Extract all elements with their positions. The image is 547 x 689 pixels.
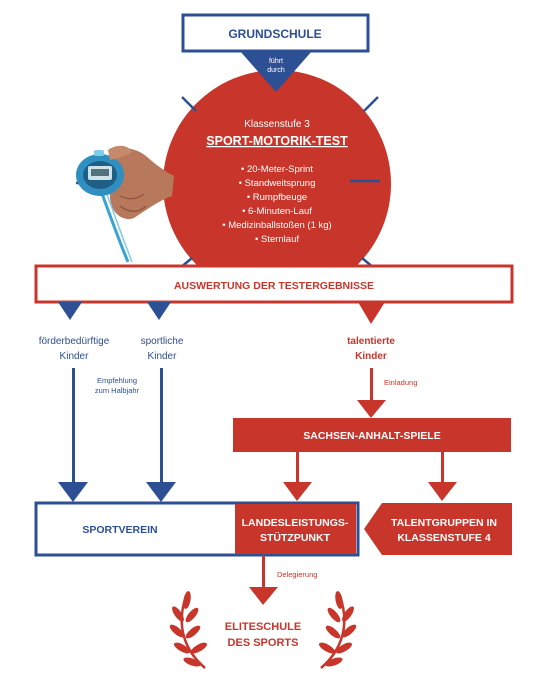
fuehrt-durch-arrow: führt durch bbox=[240, 51, 312, 92]
test-item: • Standweitsprung bbox=[239, 178, 316, 189]
arrow-sport bbox=[147, 302, 171, 320]
eliteschule-line2: DES SPORTS bbox=[228, 637, 299, 649]
test-item: • Medizinballstoßen (1 kg) bbox=[222, 220, 331, 231]
arrow-talent bbox=[358, 302, 385, 324]
circle-title: SPORT-MOTORIK-TEST bbox=[206, 134, 348, 148]
arrowhead-foerder bbox=[58, 482, 88, 502]
group-talent-line2: Kinder bbox=[355, 351, 387, 362]
delegierung-label: Delegierung bbox=[277, 570, 317, 579]
einladung-label: Einladung bbox=[384, 378, 417, 387]
durch-label: durch bbox=[267, 67, 285, 74]
arrowhead-talent bbox=[357, 400, 386, 418]
arrowhead-sport bbox=[146, 482, 176, 502]
group-talent-line1: talentierte bbox=[347, 336, 395, 347]
line-sport bbox=[160, 368, 163, 484]
sport-motorik-test-circle: Klassenstufe 3 SPORT-MOTORIK-TEST • 20-M… bbox=[76, 70, 391, 298]
grundschule-box: GRUNDSCHULE bbox=[181, 13, 370, 53]
auswertung-label: AUSWERTUNG DER TESTERGEBNISSE bbox=[174, 280, 374, 292]
test-item: • Sternlauf bbox=[255, 234, 299, 245]
fuehrt-label: führt bbox=[269, 58, 283, 65]
talentgruppen-line1: TALENTGRUPPEN IN bbox=[391, 517, 497, 529]
line-delegierung bbox=[262, 555, 265, 589]
arrowhead-stuetzpunkt bbox=[283, 482, 312, 501]
grundschule-label: GRUNDSCHULE bbox=[228, 27, 321, 41]
auswertung-bar: AUSWERTUNG DER TESTERGEBNISSE bbox=[34, 264, 514, 304]
landesleistung-line2: STÜTZPUNKT bbox=[260, 531, 331, 544]
test-item: • Rumpfbeuge bbox=[247, 192, 307, 203]
talentgruppen-box: TALENTGRUPPEN IN KLASSENSTUFE 4 bbox=[364, 503, 512, 555]
line-to-stuetzpunkt bbox=[296, 452, 299, 484]
group-foerder-line2: Kinder bbox=[60, 351, 90, 362]
test-item: • 20-Meter-Sprint bbox=[241, 164, 313, 175]
empfehlung-line1: Empfehlung bbox=[97, 376, 137, 385]
line-to-talentgruppen bbox=[441, 452, 444, 484]
circle-subtitle: Klassenstufe 3 bbox=[244, 119, 310, 130]
group-foerder-line1: förderbedürftige bbox=[39, 336, 110, 347]
arrowhead-delegierung bbox=[249, 587, 278, 605]
sachsen-anhalt-spiele-bar: SACHSEN-ANHALT-SPIELE bbox=[233, 418, 511, 452]
sportverein-label: SPORTVEREIN bbox=[82, 524, 157, 536]
line-talent bbox=[370, 368, 373, 402]
eliteschule-line1: ELITESCHULE bbox=[225, 621, 301, 633]
landesleistung-line1: LANDESLEISTUNGS- bbox=[242, 517, 349, 529]
talentgruppen-line2: KLASSENSTUFE 4 bbox=[397, 532, 491, 544]
laurel-wreath-icon bbox=[169, 591, 357, 669]
arrowhead-talentgruppen bbox=[428, 482, 457, 501]
line-foerder bbox=[72, 368, 75, 484]
group-sport-line1: sportliche bbox=[141, 336, 184, 347]
sachsen-label: SACHSEN-ANHALT-SPIELE bbox=[303, 430, 440, 442]
empfehlung-line2: zum Halbjahr bbox=[95, 386, 140, 395]
stopwatch-in-hand-icon bbox=[76, 145, 174, 263]
landesleistungsstuetzpunkt-box: LANDESLEISTUNGS- STÜTZPUNKT bbox=[235, 504, 356, 554]
arrow-foerder bbox=[58, 302, 82, 320]
group-sport-line2: Kinder bbox=[148, 351, 178, 362]
test-item: • 6-Minuten-Lauf bbox=[242, 206, 312, 217]
